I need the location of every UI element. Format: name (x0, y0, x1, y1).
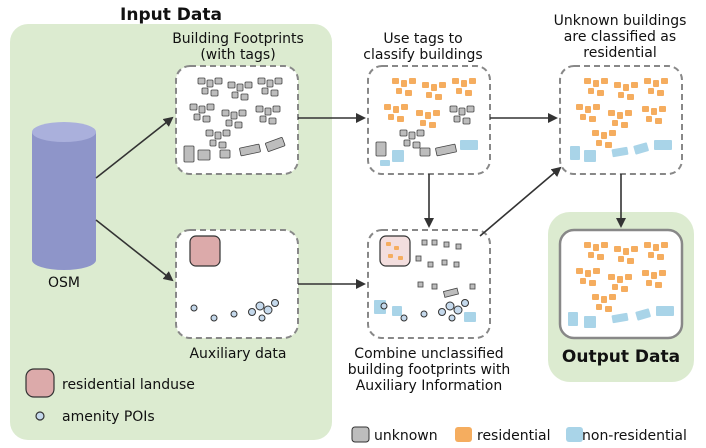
combine-title-line2: building footprints with (348, 362, 510, 378)
osm-database-icon (32, 122, 96, 270)
osm-label: OSM (48, 275, 80, 291)
classify-nonresidential-buildings (380, 140, 478, 166)
auxiliary-pois (190, 299, 279, 322)
input-data-title: Input Data (120, 5, 222, 25)
combine-unknown-buildings (415, 239, 476, 298)
output-data-title: Output Data (562, 347, 680, 367)
flow-arrows (95, 113, 626, 289)
footprints-title-line2: (with tags) (200, 47, 275, 63)
output-nonresidential-buildings (568, 306, 674, 328)
classify-title-line1: Use tags to (383, 31, 462, 47)
unknown-res-title-line2: are classified as (564, 29, 676, 45)
unknown-res-title-line1: Unknown buildings (554, 13, 687, 29)
combine-landuse-polygon (379, 235, 411, 267)
legend-landuse-label: residential landuse (62, 377, 195, 393)
landuse-polygon (189, 235, 221, 267)
combine-title-line3: Auxiliary Information (356, 378, 503, 394)
footprints-buildings (183, 77, 286, 163)
legend-unknown-swatch (351, 426, 370, 443)
legend-nonresidential-swatch (566, 427, 583, 442)
auxiliary-label: Auxiliary data (189, 346, 286, 362)
legend-nonresidential-label: non-residential (582, 428, 687, 444)
unknown-res-nonresidential-buildings (570, 140, 672, 162)
combine-title-line1: Combine unclassified (354, 346, 503, 362)
legend-residential-label: residential (477, 428, 550, 444)
arrow-osm-to-auxiliary (95, 219, 174, 282)
legend-poi-label: amenity POIs (62, 409, 155, 425)
legend-poi-icon (35, 411, 45, 421)
legend-residential-swatch (455, 427, 472, 442)
classify-unknown-buildings (375, 105, 475, 157)
combine-residential-buildings (386, 242, 403, 260)
legend-landuse-swatch (25, 368, 55, 398)
legend-unknown-label: unknown (374, 428, 438, 444)
footprints-title-line1: Building Footprints (172, 31, 304, 47)
classify-title-line2: classify buildings (363, 47, 482, 63)
arrow-combine-to-unknown-res (479, 166, 562, 237)
unknown-res-title-line3: residential (583, 45, 656, 61)
arrow-osm-to-footprints (95, 116, 174, 179)
combine-pois (380, 299, 469, 322)
